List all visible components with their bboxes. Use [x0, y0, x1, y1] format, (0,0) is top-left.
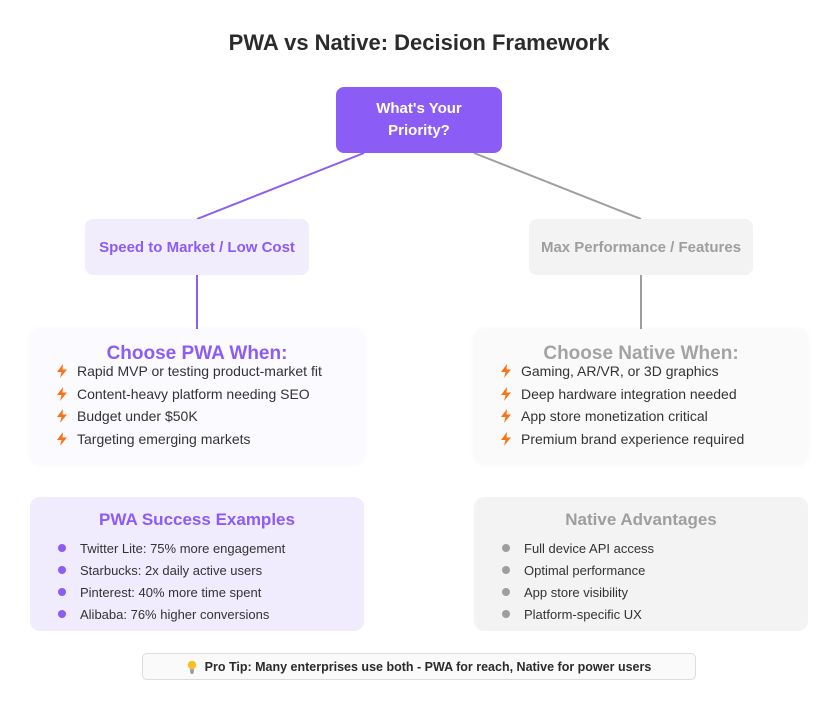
- pwa-examples-title: PWA Success Examples: [99, 510, 295, 529]
- connector-root-pwa: [196, 152, 365, 220]
- lightbulb-icon: [187, 660, 196, 674]
- branch-pwa: Speed to Market / Low Cost: [85, 219, 309, 275]
- list-item: Targeting emerging markets: [56, 428, 322, 451]
- list-item: App store visibility: [502, 581, 654, 603]
- pwa-examples-card: PWA Success Examples Twitter Lite: 75% m…: [30, 497, 364, 631]
- native-advantages-card: Native Advantages Full device API access…: [474, 497, 808, 631]
- lightning-icon: [501, 386, 511, 401]
- lightning-icon: [57, 364, 67, 379]
- bullet-icon: [58, 588, 66, 596]
- list-item: Full device API access: [502, 537, 654, 559]
- bullet-icon: [58, 610, 66, 618]
- list-item: Optimal performance: [502, 559, 654, 581]
- lightning-icon: [57, 431, 67, 446]
- bullet-icon: [502, 610, 510, 618]
- list-item: Budget under $50K: [56, 405, 322, 428]
- list-item: Starbucks: 2x daily active users: [58, 559, 285, 581]
- choose-pwa-card: Choose PWA When: Rapid MVP or testing pr…: [30, 329, 364, 464]
- list-item: Rapid MVP or testing product-market fit: [56, 360, 322, 383]
- list-item: Pinterest: 40% more time spent: [58, 581, 285, 603]
- choose-native-card: Choose Native When: Gaming, AR/VR, or 3D…: [474, 329, 808, 464]
- diagram-title: PWA vs Native: Decision Framework: [228, 30, 610, 55]
- bullet-icon: [502, 566, 510, 574]
- native-advantages-list: Full device API access Optimal performan…: [502, 537, 654, 625]
- lightning-icon: [501, 409, 511, 424]
- lightning-icon: [57, 409, 67, 424]
- pwa-examples-list: Twitter Lite: 75% more engagement Starbu…: [58, 537, 285, 625]
- branch-native: Max Performance / Features: [529, 219, 753, 275]
- bullet-icon: [502, 544, 510, 552]
- choose-pwa-title: Choose PWA When:: [106, 343, 288, 364]
- pro-tip-banner: Pro Tip: Many enterprises use both - PWA…: [142, 653, 696, 680]
- native-advantages-title: Native Advantages: [565, 510, 717, 529]
- list-item: App store monetization critical: [500, 405, 744, 428]
- list-item: Deep hardware integration needed: [500, 383, 744, 406]
- root-node: What's Your Priority?: [336, 87, 502, 153]
- bullet-icon: [58, 544, 66, 552]
- list-item: Content-heavy platform needing SEO: [56, 383, 322, 406]
- list-item: Premium brand experience required: [500, 428, 744, 451]
- list-item: Gaming, AR/VR, or 3D graphics: [500, 360, 744, 383]
- list-item: Alibaba: 76% higher conversions: [58, 603, 285, 625]
- list-item: Platform-specific UX: [502, 603, 654, 625]
- bullet-icon: [502, 588, 510, 596]
- connector-root-native: [473, 152, 642, 220]
- pwa-criteria-list: Rapid MVP or testing product-market fit …: [56, 360, 322, 450]
- list-item: Twitter Lite: 75% more engagement: [58, 537, 285, 559]
- bullet-icon: [58, 566, 66, 574]
- native-criteria-list: Gaming, AR/VR, or 3D graphics Deep hardw…: [500, 360, 744, 450]
- choose-native-title: Choose Native When:: [543, 343, 739, 364]
- lightning-icon: [501, 431, 511, 446]
- lightning-icon: [501, 364, 511, 379]
- pro-tip-text: Pro Tip: Many enterprises use both - PWA…: [204, 659, 652, 674]
- lightning-icon: [57, 386, 67, 401]
